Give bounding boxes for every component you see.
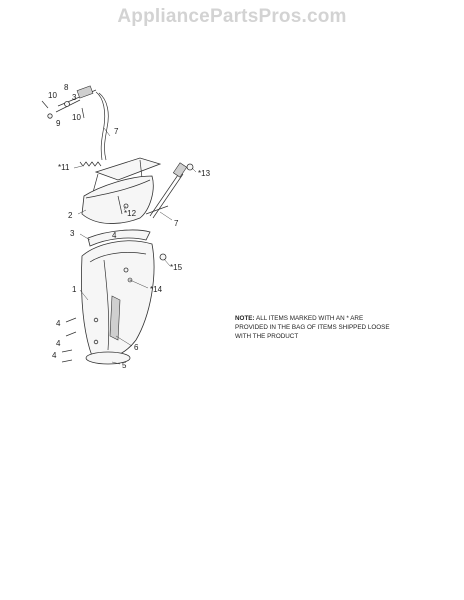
callout-10: 10 [72, 113, 81, 122]
chute-collar [87, 229, 151, 247]
callout-12: *12 [124, 209, 137, 218]
callout-8: 8 [64, 83, 69, 92]
chute-base-ring [85, 351, 131, 365]
lower-chute [81, 240, 155, 359]
leader-lines [73, 127, 197, 365]
callout-1: 1 [72, 285, 77, 294]
loose-hardware [61, 253, 167, 363]
callout-14: *14 [150, 285, 163, 294]
spring-part [79, 161, 102, 167]
site-watermark: AppliancePartsPros.com [117, 6, 347, 27]
adjuster-rod [145, 162, 194, 219]
note-line-1: ALL ITEMS MARKED WITH AN * ARE [254, 315, 364, 322]
callout-4: 4 [112, 231, 117, 240]
loose-parts-note: NOTE: ALL ITEMS MARKED WITH AN * ARE PRO… [235, 314, 435, 341]
callout-13: *13 [198, 169, 211, 178]
callout-7: 7 [114, 127, 119, 136]
callout-5: 5 [122, 361, 127, 370]
callout-3: 3 [70, 229, 75, 238]
callout-9: 9 [56, 119, 61, 128]
note-line-2: PROVIDED IN THE BAG OF ITEMS SHIPPED LOO… [235, 324, 390, 331]
callout-6: 6 [134, 343, 139, 352]
note-line-3: WITH THE PRODUCT [235, 333, 299, 340]
chute-deflector [81, 175, 154, 224]
callout-4: 4 [56, 339, 61, 348]
note-lead: NOTE: [235, 315, 255, 322]
callout-15: *15 [170, 263, 183, 272]
control-cable-assembly [41, 85, 109, 161]
callout-7: 7 [174, 219, 179, 228]
callout-4: 4 [52, 351, 57, 360]
callout-4: 4 [56, 319, 61, 328]
callout-3: 3 [72, 93, 77, 102]
callout-11: *11 [58, 163, 70, 172]
callout-2: 2 [68, 211, 73, 220]
callout-10: 10 [48, 91, 57, 100]
